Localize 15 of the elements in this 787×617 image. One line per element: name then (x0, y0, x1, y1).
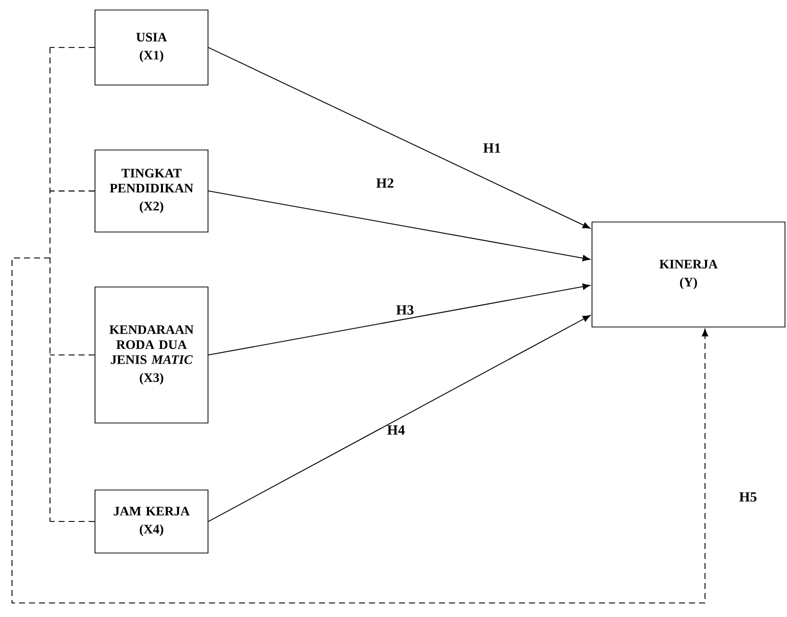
arrow (208, 190, 590, 262)
variable-box: JAM KERJA (X4) (94, 490, 208, 554)
edge-label: H3 (396, 305, 414, 315)
arrow (208, 47, 590, 229)
arrow (208, 284, 590, 356)
variable-box: TINGKAT PENDIDIKAN (X2) (94, 150, 208, 232)
dashed-arrow (12, 47, 708, 604)
variable-box: KINERJA (Y) (592, 222, 786, 328)
edge-label: H4 (387, 425, 405, 435)
edge-label: H1 (483, 143, 500, 153)
arrow (208, 315, 590, 522)
edge-label: H2 (376, 178, 394, 188)
edge-label: H5 (739, 492, 756, 502)
variable-box: USIA (X1) (94, 10, 208, 86)
variable-box: KENDARAAN RODA DUA JENIS MATIC (X3) (94, 286, 208, 424)
